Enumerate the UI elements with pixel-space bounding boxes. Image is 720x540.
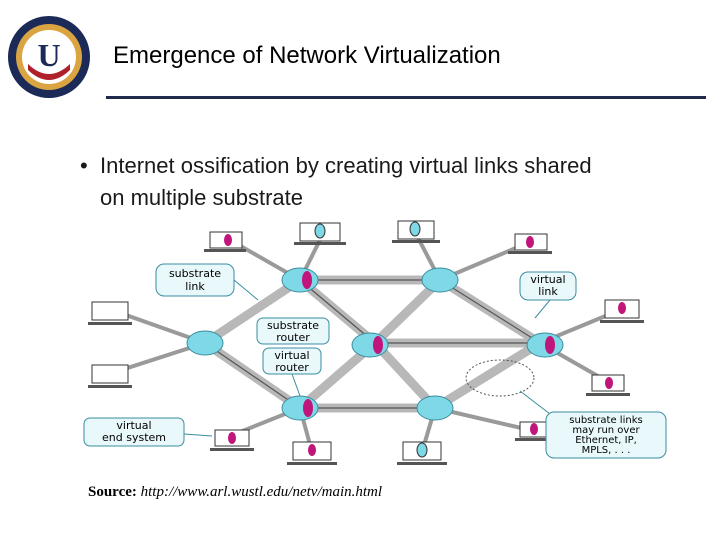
callout-virtual-end-system-line2: end system xyxy=(102,431,166,444)
callout-substrate-link-line2: link xyxy=(185,280,205,293)
end-system xyxy=(600,299,644,323)
end-system xyxy=(294,222,346,245)
virtual-router xyxy=(302,271,312,289)
source-label: Source: xyxy=(88,484,137,500)
callout-virtual-link-line1: virtual xyxy=(530,273,565,286)
callout-note-line3: Ethernet, IP, xyxy=(575,435,637,446)
substrate-router xyxy=(416,395,454,421)
callout-note-line2: may run over xyxy=(572,425,640,436)
virtual-router xyxy=(303,399,313,417)
callout-substrate-router: substrate router xyxy=(256,317,330,345)
university-logo: U xyxy=(8,16,90,98)
callout-virtual-router: virtual router xyxy=(262,347,322,397)
virtual-router xyxy=(545,336,555,354)
substrate-router xyxy=(281,267,319,293)
callout-virtual-link: virtual link xyxy=(519,271,577,319)
network-virtualization-diagram: substrate link virtual link substrate ro… xyxy=(83,220,667,465)
end-system xyxy=(287,441,337,465)
slide-title: Emergence of Network Virtualization xyxy=(113,42,501,69)
callout-note-line1: substrate links xyxy=(569,415,642,426)
callout-substrate-link: substrate link xyxy=(155,263,259,301)
callout-virtual-end-system: virtual end system xyxy=(83,417,213,447)
source-citation: Source: http://www.arl.wustl.edu/netv/ma… xyxy=(88,484,382,501)
callout-virtual-router-line1: virtual xyxy=(274,349,309,362)
source-url: http://www.arl.wustl.edu/netv/main.html xyxy=(140,484,383,500)
callout-virtual-router-line2: router xyxy=(275,361,309,374)
bullet-text: Internet ossification by creating virtua… xyxy=(100,153,592,210)
substrate-router xyxy=(421,267,459,293)
callout-substrate-router-line2: router xyxy=(276,331,310,344)
substrate-router xyxy=(526,332,564,358)
substrate-router xyxy=(351,332,389,358)
callout-note-line4: MPLS, . . . xyxy=(582,445,631,456)
callout-substrate-router-line1: substrate xyxy=(267,319,319,332)
end-system xyxy=(88,301,132,325)
end-system xyxy=(88,364,132,388)
substrate-router xyxy=(281,395,319,421)
end-system xyxy=(392,220,440,243)
logo-letter: U xyxy=(37,37,60,73)
substrate-router xyxy=(186,330,224,356)
end-system xyxy=(210,429,254,451)
callout-virtual-end-system-line1: virtual xyxy=(116,419,151,432)
virtual-links xyxy=(204,279,541,409)
end-system xyxy=(515,421,553,441)
end-system xyxy=(397,441,447,465)
callout-substrate-links-note: substrate links may run over Ethernet, I… xyxy=(465,359,667,459)
callout-substrate-link-line1: substrate xyxy=(169,267,221,280)
logo-ribbon xyxy=(28,64,70,80)
callout-virtual-link-line2: link xyxy=(538,285,558,298)
end-system xyxy=(586,374,630,396)
title-underline xyxy=(106,96,706,99)
end-system xyxy=(204,231,246,252)
bullet-marker: • xyxy=(80,153,88,178)
virtual-router xyxy=(373,336,383,354)
end-system xyxy=(508,233,552,254)
